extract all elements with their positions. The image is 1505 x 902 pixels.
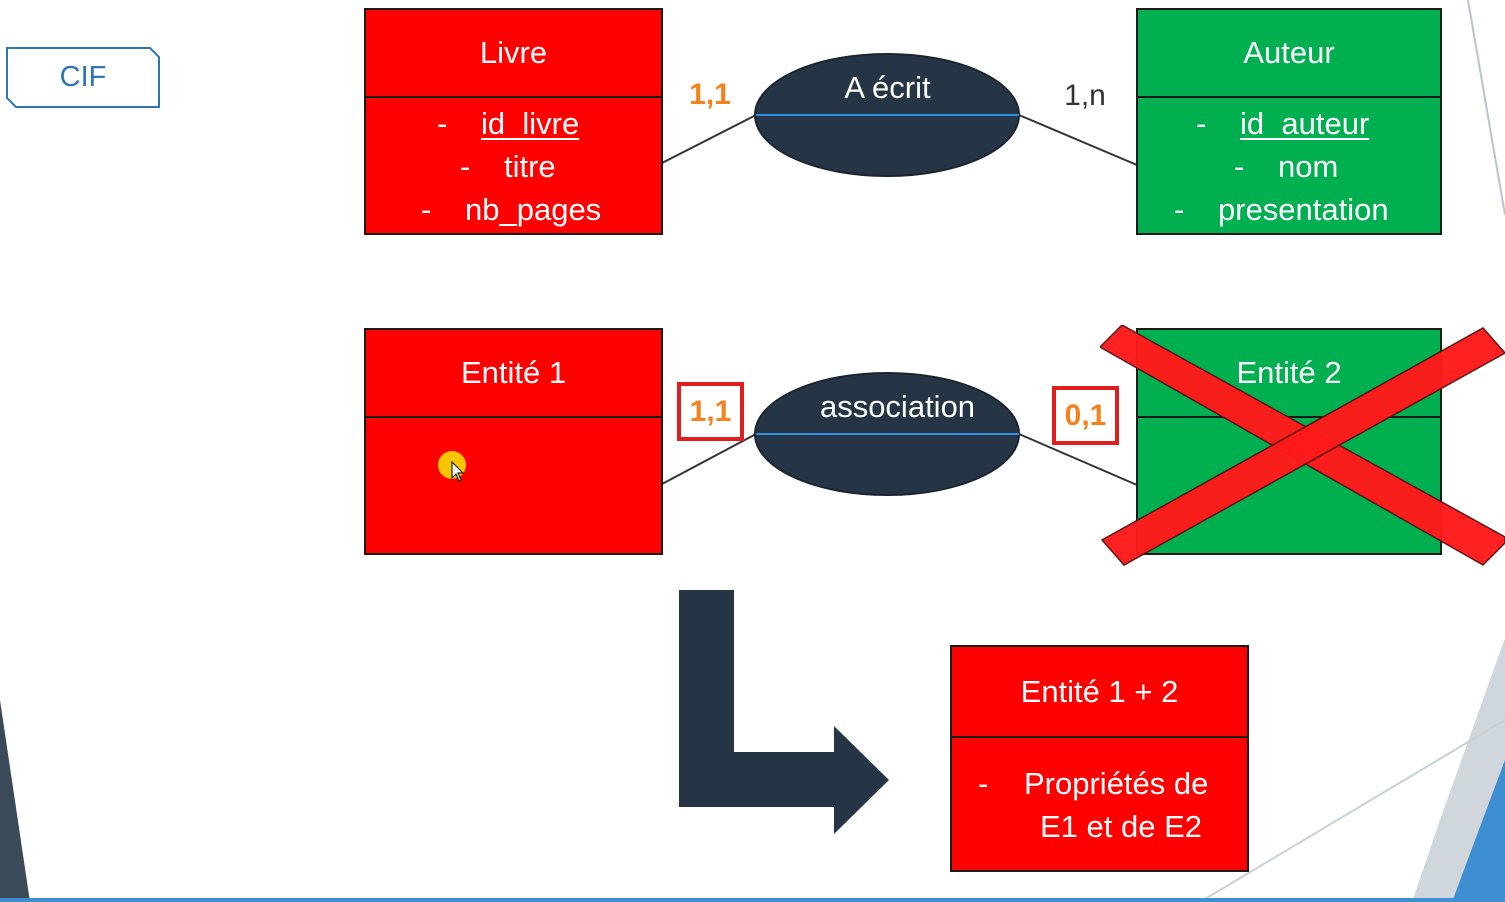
entity-merged-body: - Propriétés de E1 et de E2 [952,738,1247,870]
entity-merged[interactable]: Entité 1 + 2 - Propriétés de E1 et de E2 [950,645,1249,872]
connector-livre-association [661,114,757,164]
entity-merged-header: Entité 1 + 2 [952,647,1247,738]
merged-properties-line1: Propriétés de [1024,766,1209,801]
association-label-middle: association [819,389,976,424]
entity-merged-title: Entité 1 + 2 [1020,673,1179,709]
attribute-bullet: - [978,766,989,801]
entity-auteur-attributes: - id_auteur - nom - presentation [1138,98,1440,233]
entity-1-header: Entité 1 [366,330,661,418]
cross-out-icon [1100,325,1505,566]
attribute-id-livre: id_livre [481,106,580,141]
attribute-bullet: - [421,192,432,227]
tag-shape [6,47,160,108]
entity-livre-attributes: - id_livre - titre - nb_pages [366,98,661,233]
cif-tag: CIF [7,48,159,107]
entity-1[interactable]: Entité 1 [364,328,663,555]
attribute-id-auteur: id_auteur [1240,106,1370,141]
entity-auteur-header: Auteur [1138,10,1440,98]
attribute-bullet: - [1174,192,1185,227]
attribute-nom: nom [1278,149,1339,184]
attribute-titre: titre [504,149,556,184]
entity-livre[interactable]: Livre - id_livre - titre - nb_pages [364,8,663,235]
attribute-bullet: - [460,149,471,184]
connector-association-auteur [1018,114,1138,166]
attribute-bullet: - [1196,106,1207,141]
attribute-row: - nom [1138,145,1440,188]
entity-2-title: Entité 2 [1236,355,1342,390]
cardinality-entity-2: 0,1 [1052,386,1119,445]
attribute-bullet: - [437,106,448,141]
cif-tag-label: CIF [59,61,107,93]
transform-arrow [679,590,889,834]
cardinality-livre: 1,1 [689,78,731,111]
merged-properties-line2: E1 et de E2 [1040,809,1203,844]
association-ellipse-top [754,53,1020,177]
association-label-top: A écrit [844,70,931,105]
entity-auteur-title: Auteur [1243,35,1335,70]
cursor-pointer-icon [451,461,465,482]
attribute-row: - id_auteur [1138,102,1440,145]
attribute-bullet: - [1234,149,1245,184]
connector-association-entite2 [1018,433,1138,486]
association-ellipse-middle [754,372,1020,496]
cardinality-auteur: 1,n [1064,79,1106,112]
connector-entite1-association [661,433,757,485]
attribute-row: - presentation [1138,188,1440,231]
attribute-presentation: presentation [1218,192,1389,227]
entity-1-body [366,418,661,553]
attribute-row: - id_livre [366,102,661,145]
cardinality-entity-1: 1,1 [677,382,744,441]
entity-livre-header: Livre [366,10,661,98]
entity-auteur[interactable]: Auteur - id_auteur - nom - presentation [1136,8,1442,235]
entity-1-title: Entité 1 [460,355,567,390]
attribute-nb-pages: nb_pages [465,192,602,227]
attribute-row: - titre [366,145,661,188]
entity-livre-title: Livre [479,35,548,70]
attribute-row: - nb_pages [366,188,661,231]
